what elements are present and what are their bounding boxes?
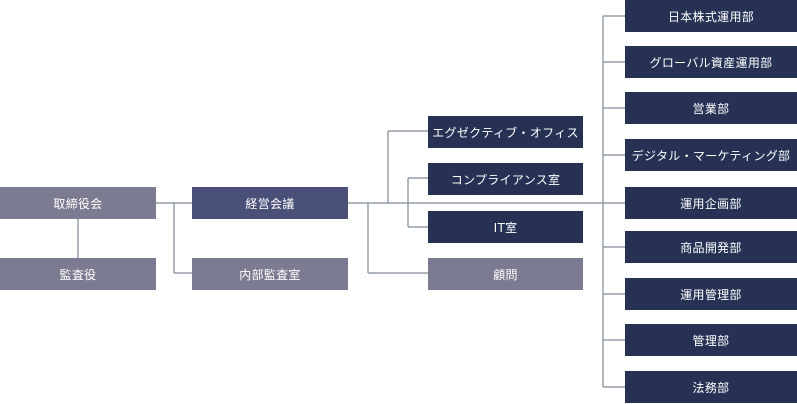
department-label: 法務部 [692, 380, 730, 395]
staff-unit-label: コンプライアンス室 [450, 172, 561, 187]
department-label: 日本株式運用部 [667, 9, 755, 24]
auditor-label: 監査役 [59, 267, 97, 282]
department-box: 営業部 [625, 92, 797, 124]
department-box: 法務部 [625, 371, 797, 403]
department-label: グローバル資産運用部 [649, 55, 773, 70]
board-of-directors-label: 取締役会 [53, 196, 103, 211]
department-label: 運用管理部 [680, 287, 742, 302]
department-label: 営業部 [692, 101, 730, 116]
staff-unit-label: IT室 [493, 220, 518, 235]
department-box: 運用管理部 [625, 278, 797, 310]
department-box: 運用企画部 [625, 187, 797, 219]
management-meeting-label: 経営会議 [245, 196, 295, 211]
department-box: 日本株式運用部 [625, 0, 797, 32]
department-label: 管理部 [692, 333, 730, 348]
department-label: デジタル・マーケティング部 [631, 148, 791, 163]
auditor-box: 監査役 [0, 258, 156, 290]
internal-audit-label: 内部監査室 [239, 267, 301, 282]
compliance-office-box: コンプライアンス室 [428, 163, 583, 195]
department-label: 運用企画部 [680, 196, 742, 211]
staff-unit-label: エグゼクティブ・オフィス [432, 125, 579, 140]
department-box: グローバル資産運用部 [625, 46, 797, 78]
department-label: 商品開発部 [680, 240, 742, 255]
department-box: デジタル・マーケティング部 [625, 139, 797, 171]
internal-audit-box: 内部監査室 [192, 258, 348, 290]
department-box: 管理部 [625, 324, 797, 356]
board-of-directors-box: 取締役会 [0, 187, 156, 219]
it-office-box: IT室 [428, 211, 583, 243]
department-box: 商品開発部 [625, 231, 797, 263]
management-meeting-box: 経営会議 [192, 187, 348, 219]
advisor-box: 顧問 [428, 258, 583, 290]
staff-unit-label: 顧問 [493, 267, 518, 282]
executive-office-box: エグゼクティブ・オフィス [428, 116, 583, 148]
